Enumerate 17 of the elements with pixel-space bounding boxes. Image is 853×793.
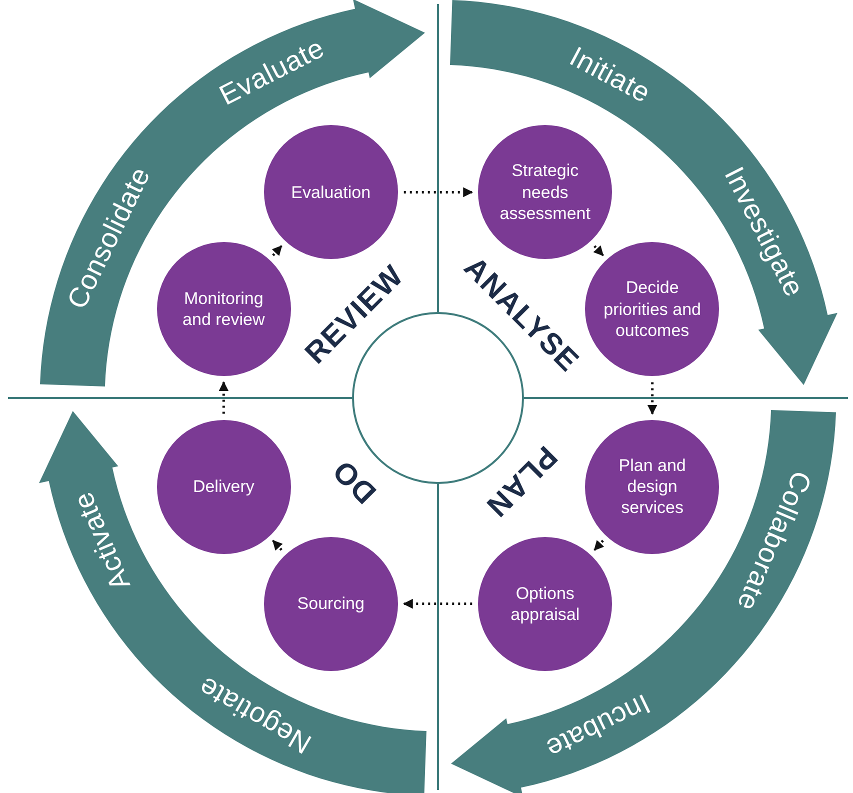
dotted-arrow [272,245,282,256]
quadrant-label: DO [326,452,384,510]
dotted-arrow [594,540,604,551]
stage-circle: Evaluation [264,125,398,260]
stage-circle: Monitoring and review [156,242,291,376]
stage-circle: Delivery [156,420,291,554]
dotted-arrow [272,540,283,551]
dotted-arrow [593,245,604,256]
stage-circle: Sourcing [264,536,398,671]
stage-circle: Plan and design services [585,420,720,554]
dotted-arrow [402,598,472,609]
stage-circle: Strategic needs assessment [478,125,612,260]
dotted-arrow [404,187,474,198]
dotted-arrow [218,381,229,414]
stage-circle: Decide priorities and outcomes [585,242,720,376]
stage-circle: Options appraisal [478,536,612,671]
dotted-arrow [647,382,658,415]
